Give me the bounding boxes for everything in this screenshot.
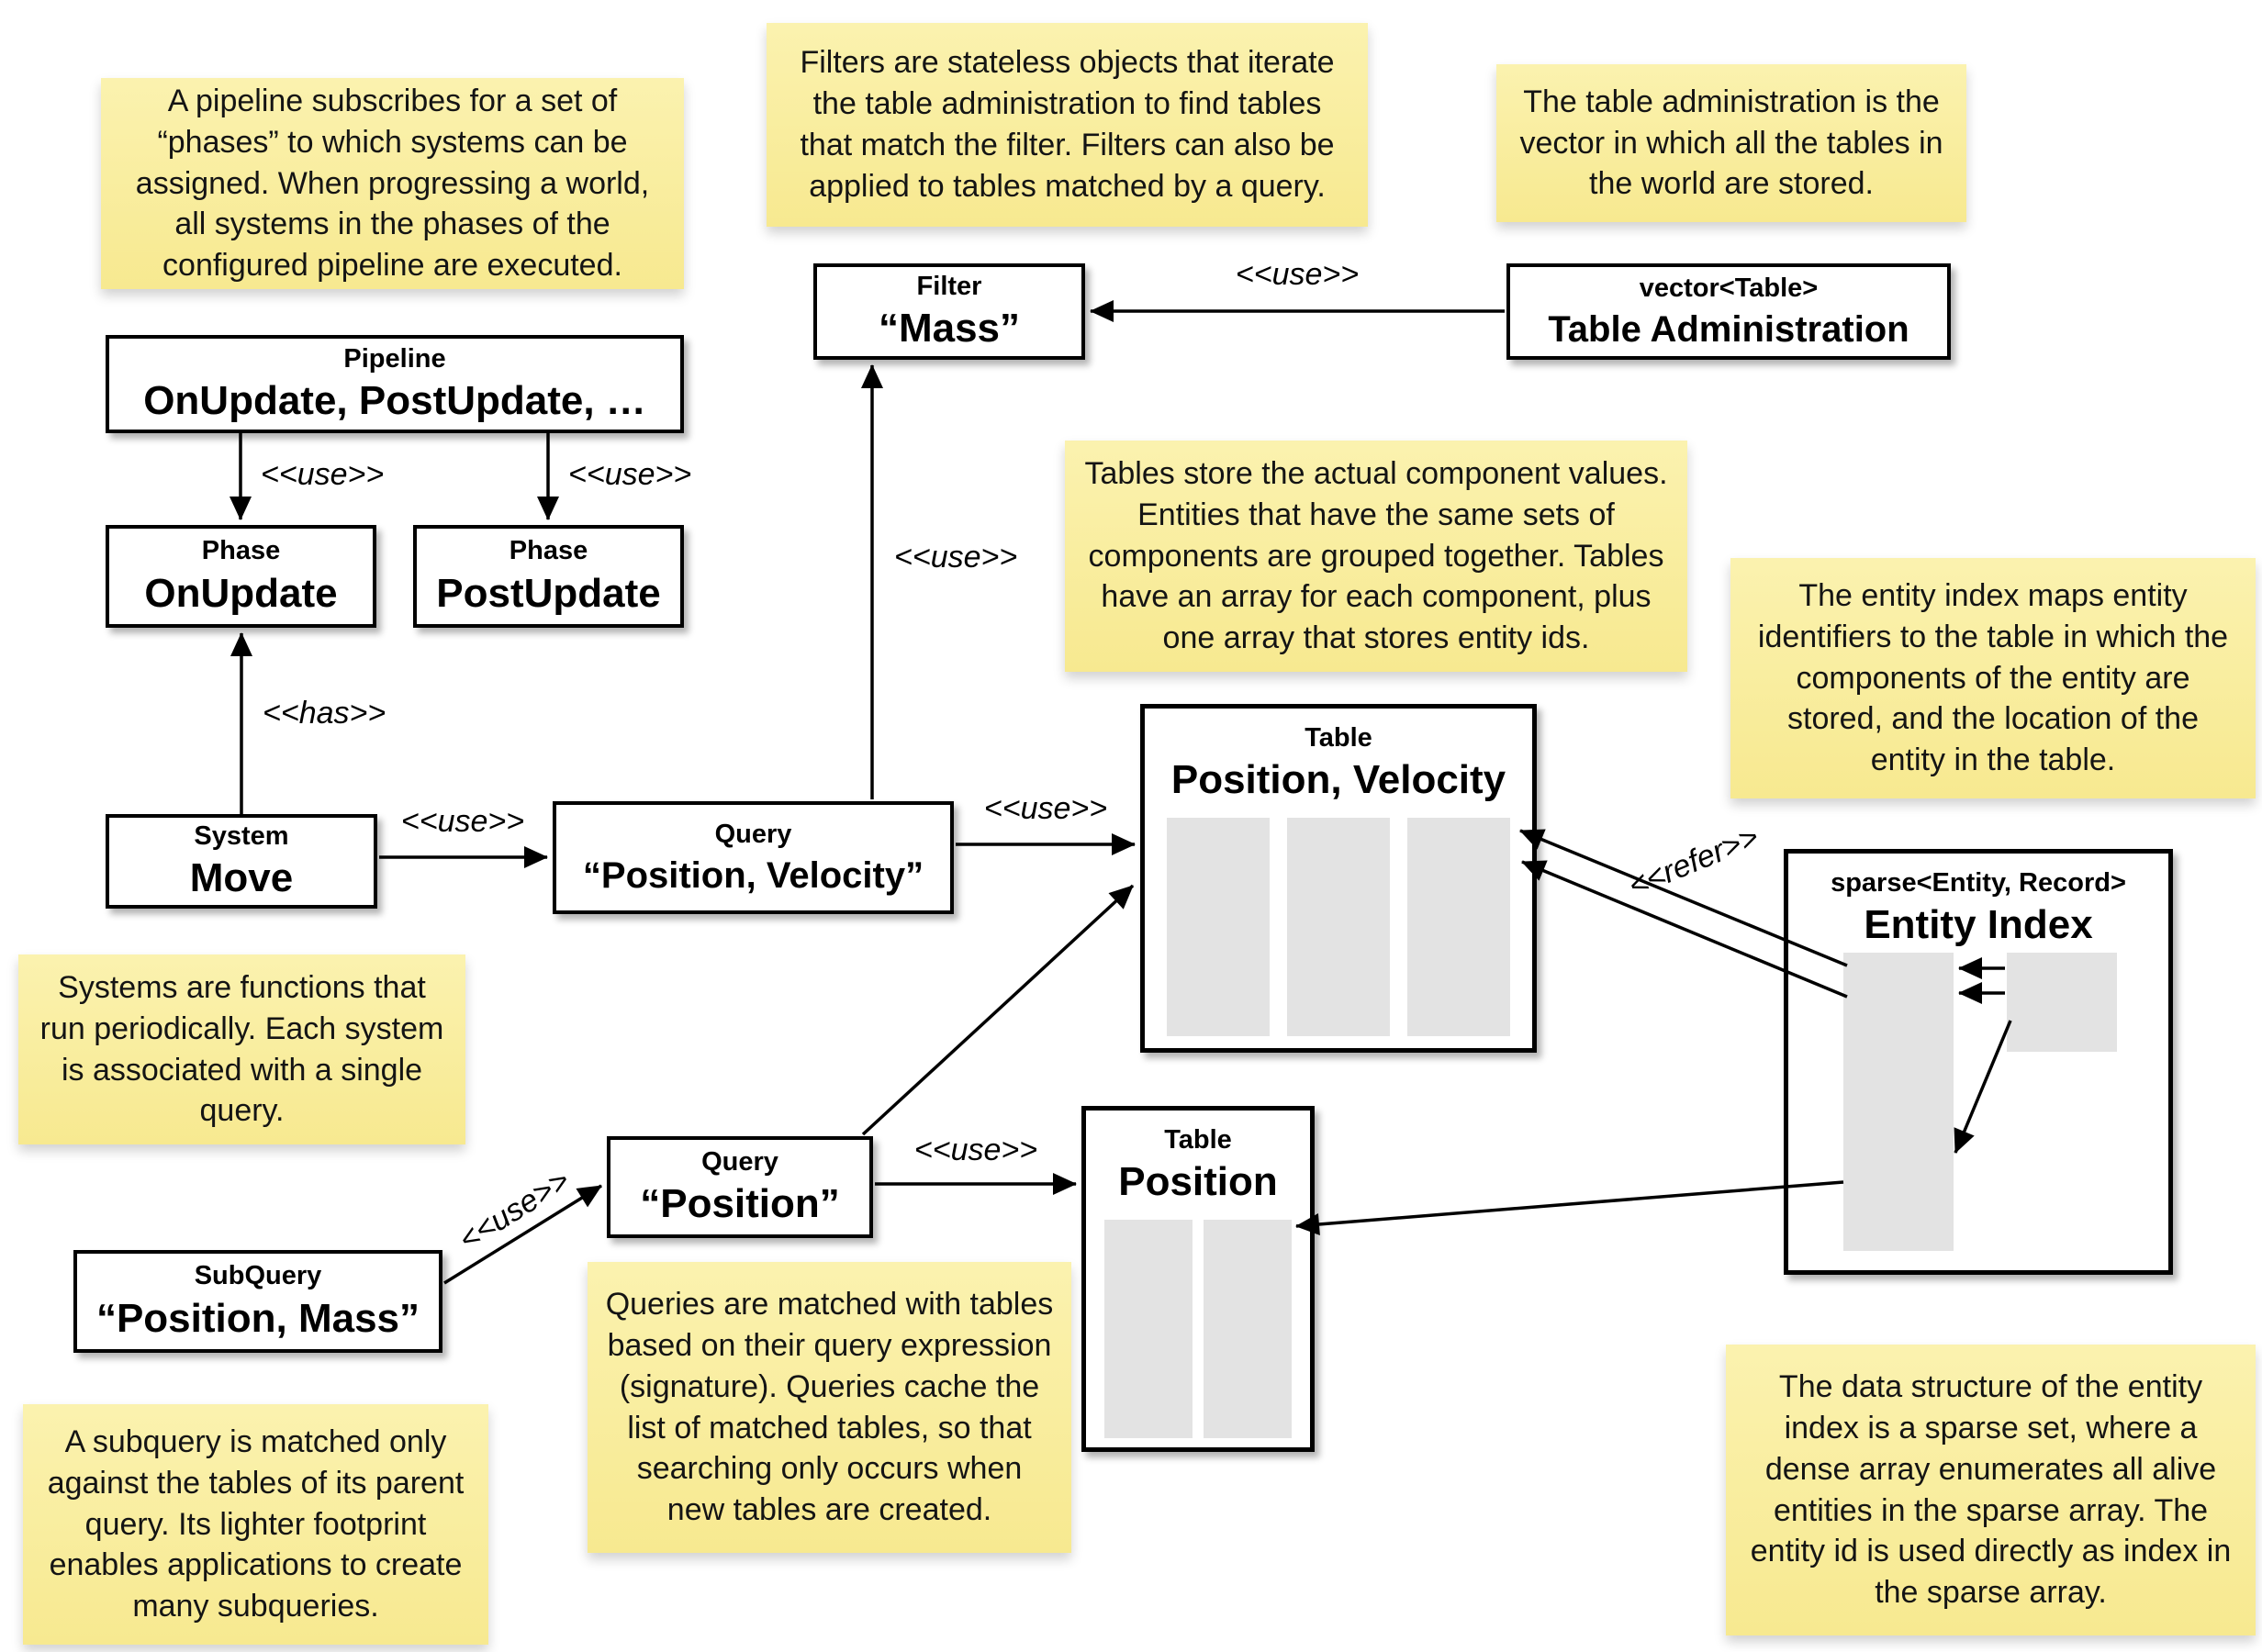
component-array — [1407, 818, 1510, 1037]
box-phase-onupdate-value: OnUpdate — [144, 570, 338, 616]
note-pipeline-text: A pipeline subscribes for a set of “phas… — [135, 83, 650, 284]
note-queries-text: Queries are matched with tables based on… — [605, 1286, 1054, 1528]
component-arrays — [1086, 1220, 1310, 1439]
note-subquery: A subquery is matched only against the t… — [23, 1404, 488, 1645]
box-phase-postupdate-title: Phase — [509, 536, 588, 566]
component-array — [1287, 818, 1390, 1037]
box-query-position: Query “Position” — [607, 1136, 873, 1238]
box-query-position-velocity-title: Query — [714, 820, 792, 850]
component-array — [1104, 1220, 1193, 1439]
box-system-move-title: System — [194, 820, 289, 851]
box-table-position-velocity: Table Position, Velocity — [1140, 704, 1537, 1053]
box-table-position-velocity-title: Table — [1305, 723, 1372, 753]
box-filter-mass-value: “Mass” — [878, 306, 1021, 352]
box-table-administration-value: Table Administration — [1548, 308, 1909, 350]
edge-label-use-pipeline-postupdate: <<use>> — [568, 457, 691, 492]
note-systems: Systems are functions that run periodica… — [18, 954, 465, 1144]
box-subquery-position-mass-title: SubQuery — [194, 1261, 322, 1291]
edge-label-use-query-table-p: <<use>> — [914, 1133, 1037, 1167]
sparse-array — [1843, 953, 1954, 1251]
box-table-position-velocity-value: Position, Velocity — [1170, 757, 1506, 803]
note-table-administration: The table administration is the vector i… — [1496, 64, 1966, 222]
box-phase-onupdate: Phase OnUpdate — [106, 525, 376, 628]
note-entity-index: The entity index maps entity identifiers… — [1730, 558, 2256, 798]
edge-subquery-to-query-position — [443, 1184, 602, 1285]
box-query-position-velocity: Query “Position, Velocity” — [553, 801, 954, 914]
note-entity-index-text: The entity index maps entity identifiers… — [1757, 577, 2229, 778]
box-filter-mass: Filter “Mass” — [813, 263, 1085, 360]
edge-label-use-system-query: <<use>> — [401, 804, 524, 839]
box-phase-postupdate-value: PostUpdate — [436, 570, 661, 616]
note-queries: Queries are matched with tables based on… — [588, 1262, 1071, 1553]
note-tables-text: Tables store the actual component values… — [1084, 455, 1668, 656]
edge-label-has-system-phase: <<has>> — [263, 696, 386, 731]
box-subquery-position-mass: SubQuery “Position, Mass” — [73, 1250, 442, 1353]
box-table-administration-title: vector<Table> — [1639, 273, 1819, 304]
box-query-position-value: “Position” — [640, 1181, 840, 1227]
component-array — [1204, 1220, 1292, 1439]
box-pipeline-title: Pipeline — [343, 343, 446, 374]
note-tables: Tables store the actual component values… — [1065, 441, 1687, 672]
box-query-position-title: Query — [701, 1146, 778, 1177]
box-entity-index: sparse<Entity, Record> Entity Index — [1784, 849, 2173, 1275]
note-sparse-set-text: The data structure of the entity index i… — [1750, 1368, 2232, 1611]
dense-array — [2007, 953, 2117, 1052]
box-table-position-title: Table — [1164, 1125, 1232, 1155]
box-system-move-value: Move — [189, 855, 294, 901]
component-array — [1167, 818, 1270, 1037]
note-filters-text: Filters are stateless objects that itera… — [800, 45, 1335, 204]
component-arrays — [1145, 818, 1532, 1037]
note-sparse-set: The data structure of the entity index i… — [1726, 1345, 2256, 1635]
box-phase-postupdate: Phase PostUpdate — [413, 525, 684, 628]
box-table-position-value: Position — [1118, 1159, 1278, 1205]
edge-entity-index-refer-table-position — [1295, 1180, 1844, 1235]
box-system-move: System Move — [106, 814, 377, 909]
note-pipeline: A pipeline subscribes for a set of “phas… — [101, 78, 684, 289]
edge-label-use-query-table-pv: <<use>> — [984, 791, 1107, 826]
box-entity-index-title: sparse<Entity, Record> — [1831, 868, 2126, 898]
box-table-position: Table Position — [1081, 1106, 1315, 1452]
box-pipeline: Pipeline OnUpdate, PostUpdate, … — [106, 335, 684, 433]
edge-label-refer-entity-index: <<refer>> — [1624, 820, 1764, 904]
note-filters: Filters are stateless objects that itera… — [767, 23, 1368, 227]
edge-label-use-subquery-query: <<use>> — [453, 1163, 576, 1257]
edge-label-use-admin-filter: <<use>> — [1236, 257, 1359, 292]
note-table-administration-text: The table administration is the vector i… — [1519, 84, 1943, 202]
edge-query-position-to-table-position-velocity — [861, 884, 1135, 1136]
box-query-position-velocity-value: “Position, Velocity” — [582, 854, 924, 896]
note-subquery-text: A subquery is matched only against the t… — [47, 1423, 465, 1624]
note-systems-text: Systems are functions that run periodica… — [39, 969, 444, 1129]
box-pipeline-value: OnUpdate, PostUpdate, … — [143, 378, 646, 424]
box-subquery-position-mass-value: “Position, Mass” — [95, 1295, 420, 1341]
box-entity-index-value: Entity Index — [1864, 902, 2093, 948]
box-phase-onupdate-title: Phase — [201, 536, 281, 566]
box-filter-mass-title: Filter — [916, 271, 982, 301]
box-table-administration: vector<Table> Table Administration — [1506, 263, 1951, 360]
edge-label-use-query-filter: <<use>> — [894, 540, 1017, 575]
edge-label-use-pipeline-onupdate: <<use>> — [261, 457, 384, 492]
